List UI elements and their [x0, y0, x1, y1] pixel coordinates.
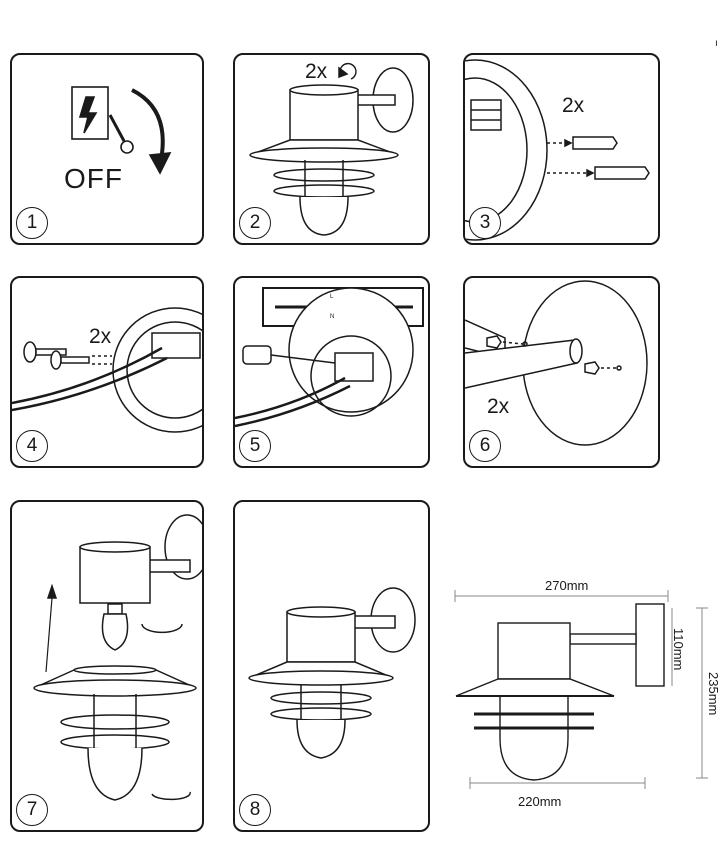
terminal-n-label: N: [330, 314, 335, 320]
power-off-illustration: [71, 86, 172, 175]
dimension-height-total: 235mm: [706, 672, 721, 716]
step-number: 6: [469, 430, 501, 462]
dimension-width-total: 270mm: [545, 578, 589, 593]
fix-lamp-illustration: [465, 280, 648, 446]
step-2-panel: 2x 2: [233, 53, 430, 245]
step-4-panel: 2x 4: [10, 276, 204, 468]
step-6-panel: 2x 6: [463, 276, 660, 468]
step-5-panel: L N 5: [233, 276, 430, 468]
step-3-panel: 2x 3: [463, 53, 660, 245]
step-number: 2: [239, 207, 271, 239]
count-label: 2x: [89, 325, 112, 348]
step-number: 8: [239, 794, 271, 826]
wiring-illustration: [235, 287, 424, 428]
step-number: 7: [16, 794, 48, 826]
finished-lamp-illustration: [248, 587, 416, 759]
unscrew-lamp-illustration: [249, 62, 414, 236]
off-label: OFF: [64, 163, 123, 194]
count-label: 2x: [487, 395, 510, 418]
step-number: 5: [239, 430, 271, 462]
step-number: 3: [469, 207, 501, 239]
insert-bulb-illustration: [33, 514, 202, 801]
corner-mark: ı: [715, 38, 718, 49]
step-number: 4: [16, 430, 48, 462]
terminal-l-label: L: [330, 294, 334, 300]
step-1-panel: OFF 1: [10, 53, 204, 245]
dimension-plate-height: 110mm: [671, 628, 686, 671]
dimension-lines: [454, 590, 708, 789]
step-7-panel: 7: [10, 500, 204, 832]
count-label: 2x: [562, 94, 585, 117]
step-8-panel: 8: [233, 500, 430, 832]
count-label: 2x: [305, 60, 328, 83]
step-number: 1: [16, 207, 48, 239]
wall-plugs-illustration: [465, 59, 650, 241]
screw-mount-illustration: [12, 307, 202, 433]
dimension-drawing: 270mm 220mm 235mm 110mm: [440, 568, 721, 818]
dimension-width-shade: 220mm: [518, 794, 562, 809]
